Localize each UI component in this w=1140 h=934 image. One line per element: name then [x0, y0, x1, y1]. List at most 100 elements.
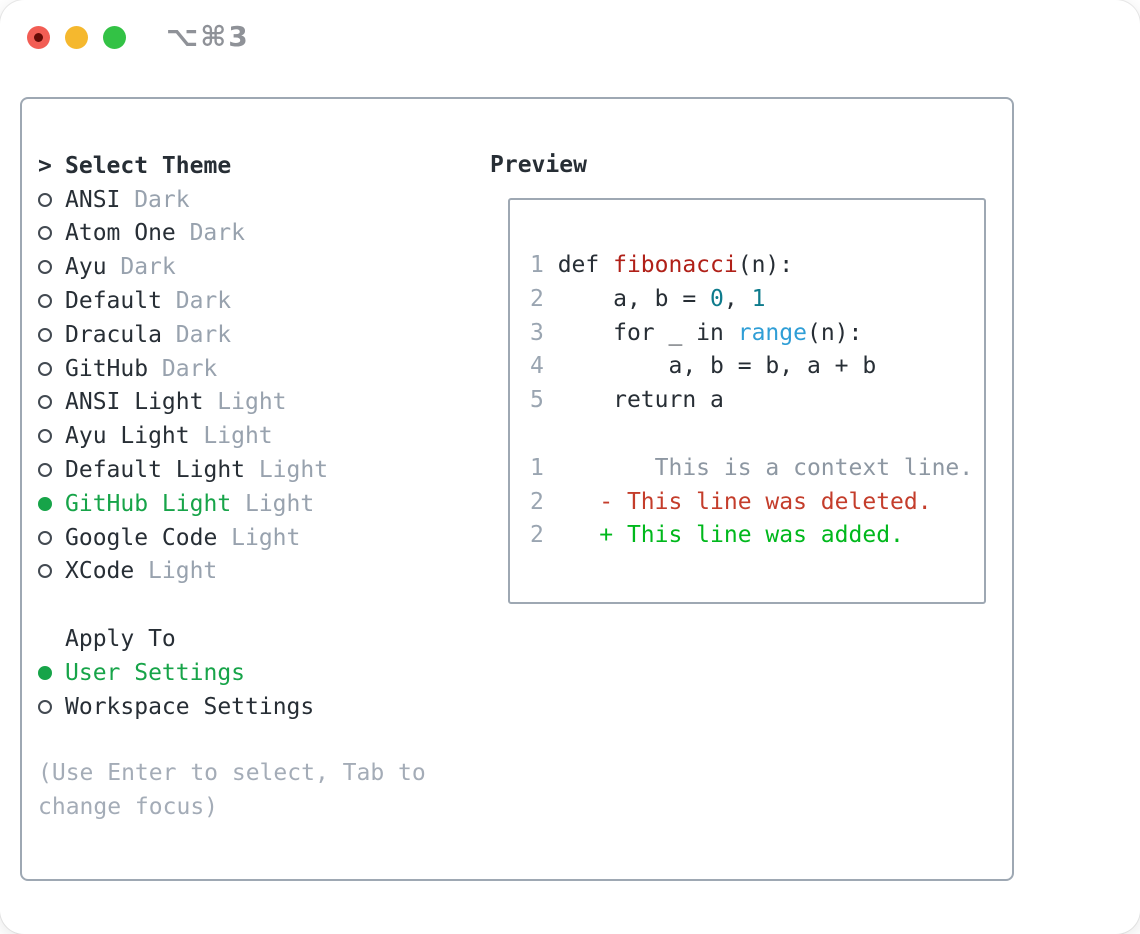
- code-token: 2: [530, 522, 544, 549]
- code-line: 2 + This line was added.: [530, 519, 984, 553]
- hint-line-1: (Use Enter to select, Tab to: [38, 760, 426, 787]
- theme-option-default-light[interactable]: Default Light Light: [38, 453, 478, 487]
- theme-option-github[interactable]: GitHub Dark: [38, 352, 478, 386]
- apply-option-workspace-settings[interactable]: Workspace Settings: [38, 690, 478, 724]
- apply-to-header: Apply To: [38, 622, 478, 656]
- code-token: (n):: [806, 319, 863, 346]
- code-token: 0: [710, 285, 724, 312]
- code-line: 1 This is a context line.: [530, 452, 984, 486]
- theme-variant-tag: Dark: [134, 186, 190, 213]
- theme-name: XCode: [65, 558, 135, 585]
- apply-to-options: User Settings Workspace Settings: [38, 656, 478, 724]
- theme-variant-tag: Dark: [175, 288, 232, 315]
- code-token: [544, 489, 599, 515]
- code-token: 4: [530, 353, 544, 380]
- code-token: fibonacci: [613, 252, 738, 278]
- apply-option-user-settings[interactable]: User Settings: [38, 656, 478, 690]
- window-shortcut-title: ⌥⌘3: [166, 20, 250, 53]
- code-token: This is a context line.: [543, 454, 974, 481]
- theme-option-dracula[interactable]: Dracula Dark: [38, 318, 478, 352]
- code-token: def: [557, 252, 614, 278]
- select-theme-label: Select Theme: [65, 152, 232, 179]
- theme-name: Atom One: [65, 220, 176, 247]
- code-token: 1: [530, 454, 544, 481]
- code-line: 4 a, b = b, a + b: [530, 350, 984, 384]
- radio-icon: [38, 564, 52, 579]
- theme-name: Ayu Light: [65, 423, 190, 450]
- radio-bullet: [38, 429, 65, 444]
- code-line: 3 for _ in range(n):: [530, 317, 984, 351]
- code-token: range: [737, 319, 807, 346]
- code-token: return a: [543, 387, 724, 414]
- minimize-button[interactable]: [65, 26, 88, 49]
- cursor-arrow-icon: >: [38, 152, 52, 179]
- hint-line-2: change focus): [38, 794, 219, 821]
- radio-icon: [38, 395, 52, 410]
- theme-name: GitHub: [65, 355, 149, 382]
- radio-icon: [38, 496, 52, 511]
- theme-option-ayu[interactable]: Ayu Dark: [38, 250, 478, 284]
- theme-list: > Select Theme ANSI Dark Atom One Dark A…: [38, 149, 478, 825]
- radio-icon: [38, 192, 52, 207]
- radio-bullet: [38, 564, 65, 579]
- maximize-button[interactable]: [103, 26, 126, 49]
- theme-variant-tag: Light: [217, 389, 287, 416]
- code-token: 3: [530, 319, 544, 346]
- radio-bullet: [38, 294, 65, 309]
- code-line: 2 a, b = 0, 1: [530, 283, 984, 317]
- theme-option-ansi[interactable]: ANSI Dark: [38, 183, 478, 217]
- theme-variant-tag: Dark: [161, 355, 218, 382]
- select-theme-header: > Select Theme: [38, 149, 478, 183]
- code-token: a, b = b, a + b: [543, 353, 877, 380]
- code-token: 2: [530, 285, 544, 312]
- theme-variant-tag: Dark: [120, 254, 176, 281]
- close-dot-icon: [34, 33, 43, 42]
- code-line: 5 return a: [530, 384, 984, 418]
- radio-bullet: [38, 361, 65, 376]
- radio-bullet: [38, 226, 65, 241]
- radio-bullet: [38, 530, 65, 545]
- preview-label: Preview: [490, 152, 587, 178]
- radio-icon: [38, 530, 52, 545]
- theme-option-default[interactable]: Default Dark: [38, 284, 478, 318]
- code-token: 5: [530, 387, 544, 414]
- theme-option-google-code[interactable]: Google Code Light: [38, 521, 478, 555]
- theme-variant-tag: Light: [258, 457, 329, 484]
- close-button[interactable]: [27, 26, 50, 49]
- code-token: a, b =: [543, 285, 711, 312]
- theme-option-ansi-light[interactable]: ANSI Light Light: [38, 386, 478, 420]
- radio-icon: [38, 699, 52, 714]
- radio-bullet: [38, 327, 65, 342]
- code-token: 2: [530, 488, 544, 515]
- radio-bullet: [38, 260, 65, 275]
- theme-option-github-light[interactable]: GitHub Light Light: [38, 487, 478, 521]
- theme-option-xcode[interactable]: XCode Light: [38, 555, 478, 589]
- theme-option-atom-one[interactable]: Atom One Dark: [38, 217, 478, 251]
- radio-icon: [38, 327, 52, 342]
- theme-option-ayu-light[interactable]: Ayu Light Light: [38, 419, 478, 453]
- apply-option-name: User Settings: [65, 659, 246, 686]
- spacer: [38, 724, 478, 758]
- theme-name: ANSI: [65, 186, 121, 213]
- theme-variant-tag: Dark: [189, 220, 245, 247]
- code-token: - This line was deleted.: [599, 488, 932, 515]
- code-token: + This line was added.: [599, 522, 904, 549]
- radio-bullet: [38, 496, 65, 511]
- theme-variant-tag: Dark: [175, 321, 232, 348]
- theme-name: GitHub Light: [65, 490, 232, 517]
- theme-name: Dracula: [65, 321, 162, 348]
- radio-icon: [38, 463, 52, 478]
- theme-name: Default: [65, 288, 162, 315]
- theme-variant-tag: Light: [203, 423, 273, 450]
- radio-icon: [38, 260, 52, 275]
- radio-bullet: [38, 192, 65, 207]
- theme-variant-tag: Light: [148, 558, 218, 585]
- code-token: 1: [751, 285, 766, 312]
- code-line: [530, 418, 984, 452]
- radio-bullet: [38, 699, 65, 714]
- radio-bullet: [38, 463, 65, 478]
- radio-icon: [38, 665, 52, 680]
- code-line: 2 - This line was deleted.: [530, 486, 984, 520]
